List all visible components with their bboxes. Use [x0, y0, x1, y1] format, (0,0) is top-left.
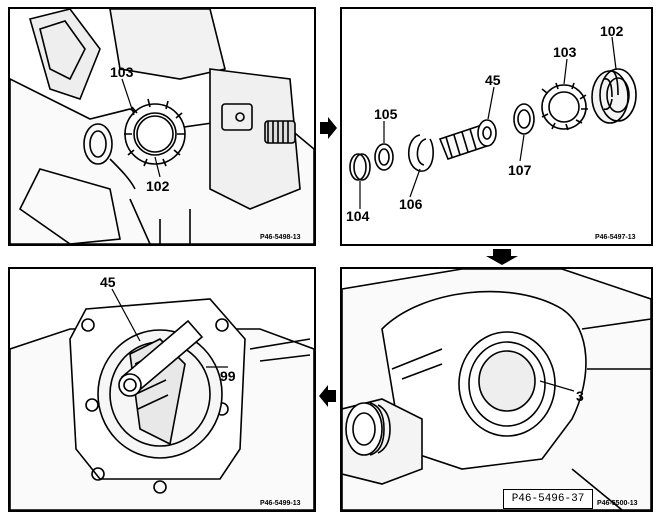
illustration-housing-bore: 3 P46-5500-13 [342, 269, 651, 510]
callout-103: 103 [110, 64, 134, 80]
callout-3: 3 [576, 388, 584, 404]
callout-45: 45 [485, 72, 501, 88]
callout-105: 105 [374, 106, 398, 122]
arrow-left-icon [319, 385, 336, 407]
illustration-exploded-parts: 105 45 103 102 104 106 107 P46-5497-13 [346, 23, 637, 241]
panel-ref: P46-5500-13 [597, 500, 638, 507]
panel-step-1: 103 102 P46-5498-13 [8, 7, 316, 246]
callout-106: 106 [399, 196, 423, 212]
illustration-gear-housing-top: 103 102 P46-5498-13 [10, 9, 314, 244]
panel-ref: P46-5498-13 [260, 234, 301, 241]
illustration-shaft-installation: 45 99 P46-5499-13 [10, 274, 314, 510]
callout-103: 103 [553, 44, 577, 60]
figure-reference-stamp: P46-5496-37 [503, 489, 593, 509]
callout-107: 107 [508, 162, 532, 178]
panel-step-2: 105 45 103 102 104 106 107 P46-5497-13 [340, 7, 653, 246]
arrow-down-icon [486, 249, 518, 265]
panel-ref: P46-5497-13 [595, 234, 636, 241]
panel-ref: P46-5499-13 [260, 500, 301, 507]
arrow-right-icon [320, 117, 337, 139]
panel-step-3: 45 99 P46-5499-13 [8, 267, 316, 512]
callout-102: 102 [146, 178, 170, 194]
panel-step-4: 3 P46-5500-13 [340, 267, 653, 512]
callout-99: 99 [220, 368, 236, 384]
callout-45: 45 [100, 274, 116, 290]
callout-102: 102 [600, 23, 624, 39]
callout-104: 104 [346, 208, 370, 224]
